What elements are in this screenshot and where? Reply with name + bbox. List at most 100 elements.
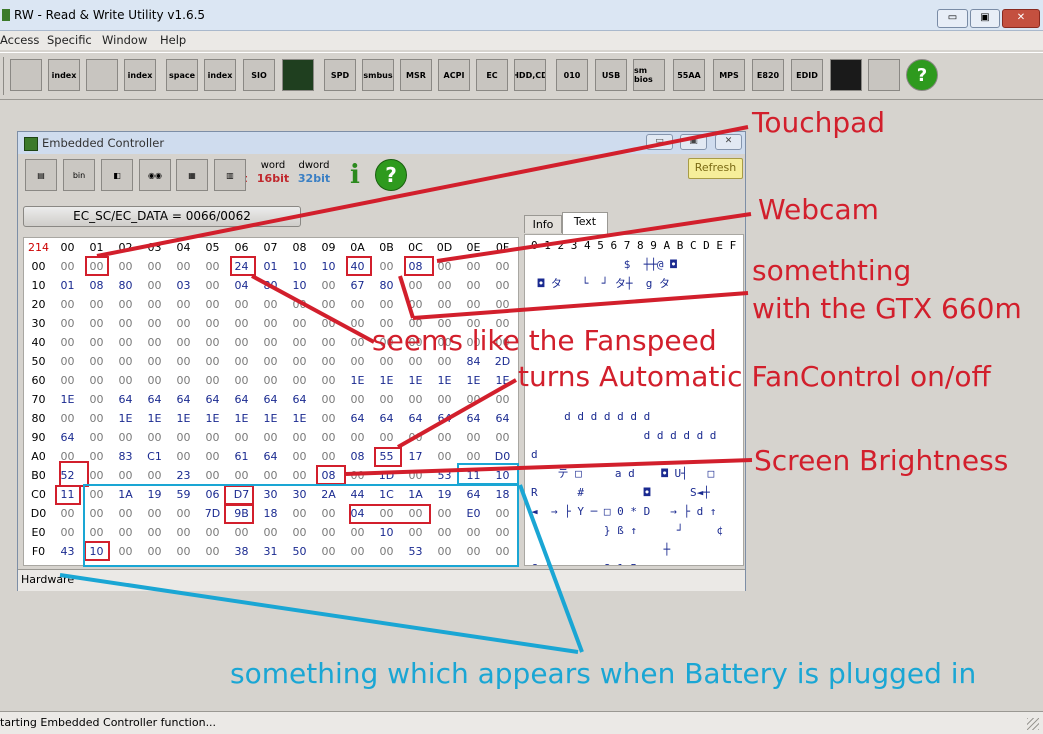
register-cell[interactable]: 00 — [234, 317, 249, 330]
register-cell[interactable]: 00 — [292, 450, 307, 463]
register-cell[interactable]: 00 — [379, 393, 394, 406]
register-cell[interactable]: 00 — [89, 317, 104, 330]
register-cell[interactable]: 18 — [263, 507, 278, 520]
register-cell[interactable]: E0 — [466, 507, 481, 520]
usb-icon[interactable]: USB — [595, 59, 627, 91]
register-cell[interactable]: 00 — [147, 279, 162, 292]
oscilloscope-icon[interactable] — [282, 59, 314, 91]
register-cell[interactable]: 1E — [437, 374, 452, 387]
register-cell[interactable]: 64 — [234, 393, 249, 406]
register-cell[interactable]: 00 — [89, 431, 104, 444]
register-cell[interactable]: 00 — [408, 279, 423, 292]
register-cell[interactable]: 00 — [437, 336, 452, 349]
tab-info[interactable]: Info — [524, 215, 562, 233]
pci-index-icon[interactable]: index — [48, 59, 80, 91]
register-cell[interactable]: 00 — [379, 507, 394, 520]
register-cell[interactable]: 00 — [495, 507, 510, 520]
register-cell[interactable]: 00 — [118, 526, 133, 539]
register-cell[interactable]: 18 — [495, 488, 510, 501]
register-cell[interactable]: 1E — [234, 412, 249, 425]
register-cell[interactable]: 61 — [234, 450, 249, 463]
register-cell[interactable]: 11 — [466, 469, 481, 482]
register-cell[interactable]: 00 — [147, 260, 162, 273]
register-cell[interactable]: 00 — [147, 317, 162, 330]
register-cell[interactable]: 00 — [437, 279, 452, 292]
register-cell[interactable]: 1E — [466, 374, 481, 387]
register-cell[interactable]: 08 — [408, 260, 423, 273]
register-cell[interactable]: 11 — [60, 488, 75, 501]
register-cell[interactable]: 64 — [350, 412, 365, 425]
register-cell[interactable]: 00 — [205, 355, 220, 368]
register-cell[interactable]: D0 — [494, 450, 511, 463]
register-cell[interactable]: 00 — [60, 317, 75, 330]
register-cell[interactable]: 00 — [118, 260, 133, 273]
register-cell[interactable]: 00 — [437, 545, 452, 558]
memory-icon[interactable] — [86, 59, 118, 91]
register-cell[interactable]: 00 — [176, 355, 191, 368]
register-cell[interactable]: 00 — [350, 393, 365, 406]
register-cell[interactable]: 00 — [466, 260, 481, 273]
register-cell[interactable]: 00 — [321, 336, 336, 349]
register-cell[interactable]: 40 — [350, 260, 365, 273]
register-cell[interactable]: C1 — [147, 450, 162, 463]
register-cell[interactable]: 00 — [379, 298, 394, 311]
register-cell[interactable]: 80 — [379, 279, 394, 292]
register-cell[interactable]: 00 — [379, 336, 394, 349]
register-cell[interactable]: 00 — [408, 336, 423, 349]
rom-icon[interactable]: 55AA — [673, 59, 705, 91]
minimize-button[interactable]: ▭ — [937, 9, 968, 28]
register-cell[interactable]: 00 — [466, 431, 481, 444]
register-cell[interactable]: 00 — [234, 431, 249, 444]
register-cell[interactable]: 00 — [292, 469, 307, 482]
register-cell[interactable]: 00 — [147, 374, 162, 387]
register-cell[interactable]: 64 — [263, 450, 278, 463]
menu-help[interactable]: Help — [160, 33, 187, 47]
register-cell[interactable]: 1C — [379, 488, 394, 501]
register-cell[interactable]: 59 — [176, 488, 191, 501]
register-cell[interactable]: 00 — [263, 469, 278, 482]
register-cell[interactable]: 1E — [118, 412, 133, 425]
register-cell[interactable]: 00 — [118, 298, 133, 311]
table-edit-icon[interactable]: ▥ — [214, 159, 246, 191]
register-cell[interactable]: 00 — [263, 317, 278, 330]
register-cell[interactable]: 00 — [176, 431, 191, 444]
register-cell[interactable]: 00 — [89, 374, 104, 387]
register-cell[interactable]: 38 — [234, 545, 249, 558]
register-cell[interactable]: 44 — [350, 488, 365, 501]
register-cell[interactable]: 00 — [176, 507, 191, 520]
help-icon[interactable]: ? — [375, 159, 407, 191]
register-cell[interactable]: 04 — [234, 279, 249, 292]
register-cell[interactable]: 00 — [205, 279, 220, 292]
resize-grip[interactable] — [1027, 718, 1039, 730]
register-cell[interactable]: 00 — [176, 450, 191, 463]
register-cell[interactable]: 00 — [321, 545, 336, 558]
register-cell[interactable]: 00 — [321, 526, 336, 539]
ec-close-button[interactable]: ✕ — [715, 134, 742, 150]
register-cell[interactable]: 00 — [350, 317, 365, 330]
register-cell[interactable]: 30 — [292, 488, 307, 501]
register-cell[interactable]: 00 — [263, 298, 278, 311]
register-cell[interactable]: 00 — [205, 336, 220, 349]
tab-text[interactable]: Text — [562, 212, 608, 234]
register-cell[interactable]: 1E — [350, 374, 365, 387]
register-cell[interactable]: 52 — [60, 469, 75, 482]
register-cell[interactable]: 00 — [118, 317, 133, 330]
register-cell[interactable]: 00 — [408, 526, 423, 539]
register-cell[interactable]: 00 — [118, 431, 133, 444]
register-cell[interactable]: 00 — [263, 526, 278, 539]
register-cell[interactable]: 00 — [89, 469, 104, 482]
register-cell[interactable]: 00 — [321, 507, 336, 520]
msr-icon[interactable]: MSR — [400, 59, 432, 91]
battery-icon[interactable] — [868, 59, 900, 91]
register-cell[interactable]: 19 — [147, 488, 162, 501]
register-cell[interactable]: 00 — [205, 545, 220, 558]
memory-index-icon[interactable]: index — [124, 59, 156, 91]
register-cell[interactable]: 00 — [350, 336, 365, 349]
open-file-icon[interactable]: ◧ — [101, 159, 133, 191]
register-cell[interactable]: 00 — [495, 431, 510, 444]
register-cell[interactable]: 43 — [60, 545, 75, 558]
register-cell[interactable]: 00 — [466, 298, 481, 311]
register-cell[interactable]: 00 — [234, 469, 249, 482]
register-cell[interactable]: 64 — [408, 412, 423, 425]
register-cell[interactable]: 08 — [321, 469, 336, 482]
